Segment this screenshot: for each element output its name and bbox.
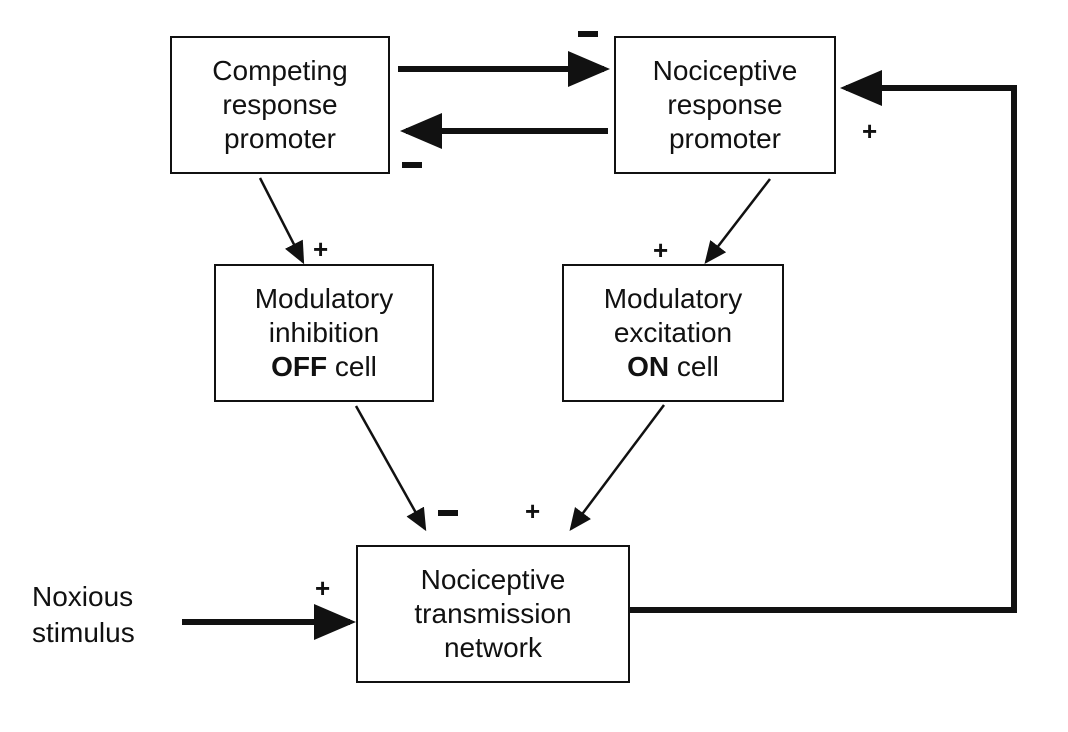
noxious-stimulus-label: Noxious stimulus bbox=[32, 579, 135, 651]
on-label: ON bbox=[627, 351, 670, 382]
nociceptive-promoter-line-2: response bbox=[667, 89, 783, 120]
nociceptive-promoter-line-1: Nociceptive bbox=[652, 55, 798, 86]
competing-line-2: response bbox=[222, 89, 338, 120]
off-label: OFF bbox=[271, 351, 328, 382]
competing-response-promoter-box: Competing response promoter bbox=[170, 36, 390, 174]
off-cell-line-3: OFF cell bbox=[271, 350, 377, 384]
on-cell-line-2: excitation bbox=[613, 317, 733, 348]
minus-sign-off-to-transmission bbox=[438, 510, 458, 516]
plus-sign-nociceptive-to-on: + bbox=[653, 235, 669, 265]
edge-competing-to-off-cell bbox=[258, 177, 305, 265]
edge-transmission-feedback bbox=[629, 70, 1017, 613]
on-cell-line-3: ON cell bbox=[627, 350, 719, 384]
minus-sign-competing-to-nociceptive bbox=[578, 31, 598, 37]
plus-sign-competing-to-off: + bbox=[313, 234, 329, 264]
edge-nociceptive-promoter-to-on-cell bbox=[704, 178, 771, 264]
plus-sign-stimulus: + bbox=[315, 573, 331, 603]
off-cell-box: Modulatory inhibition OFF cell bbox=[214, 264, 434, 402]
on-cell-box: Modulatory excitation ON cell bbox=[562, 264, 784, 402]
on-cell-line-1: Modulatory bbox=[603, 283, 743, 314]
off-cell-line-1: Modulatory bbox=[254, 283, 394, 314]
stimulus-line-1: Noxious bbox=[32, 581, 134, 612]
edge-on-cell-to-transmission bbox=[569, 404, 665, 531]
transmission-line-1: Nociceptive bbox=[420, 564, 566, 595]
off-cell-suffix: cell bbox=[327, 351, 377, 382]
minus-sign-nociceptive-to-competing bbox=[402, 162, 422, 168]
competing-line-1: Competing bbox=[212, 55, 348, 86]
competing-line-3: promoter bbox=[223, 123, 337, 154]
nociceptive-transmission-network-box: Nociceptive transmission network bbox=[356, 545, 630, 683]
plus-sign-on-to-transmission: + bbox=[525, 496, 541, 526]
edge-off-cell-to-transmission bbox=[354, 405, 427, 532]
off-cell-line-2: inhibition bbox=[268, 317, 380, 348]
transmission-line-3: network bbox=[443, 632, 543, 663]
plus-sign-feedback: + bbox=[862, 116, 878, 146]
transmission-line-2: transmission bbox=[414, 598, 572, 629]
on-cell-suffix: cell bbox=[669, 351, 719, 382]
stimulus-line-2: stimulus bbox=[32, 617, 135, 648]
nociceptive-response-promoter-box: Nociceptive response promoter bbox=[614, 36, 836, 174]
nociceptive-promoter-line-3: promoter bbox=[668, 123, 782, 154]
